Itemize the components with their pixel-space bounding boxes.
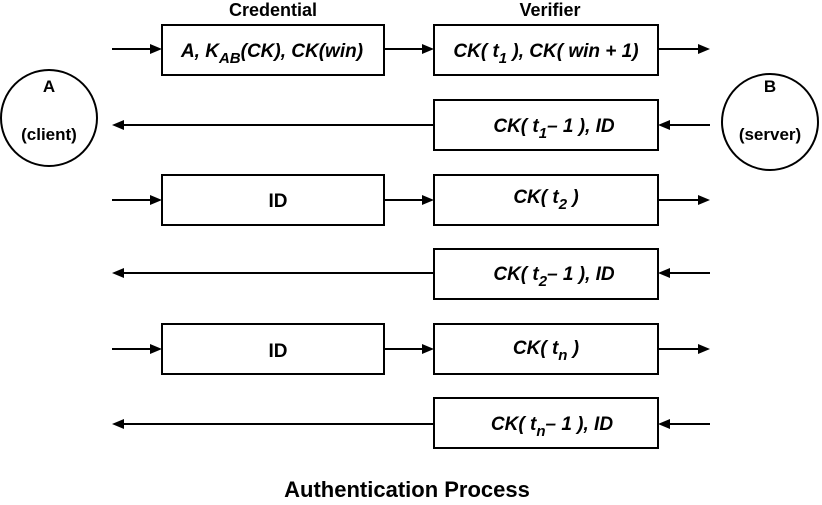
response-row-2: CK( t2– 1 ), ID	[112, 248, 710, 300]
arrowhead	[112, 419, 124, 429]
request-row-3: ID CK( tn )	[112, 323, 710, 375]
server-letter: B	[764, 77, 776, 96]
arrowhead	[112, 268, 124, 278]
server-role: (server)	[739, 125, 801, 144]
verifier-text-1: CK( t1 ), CK( win + 1)	[453, 41, 638, 67]
credential-text-1: A, KAB(CK), CK(win)	[180, 41, 363, 67]
response-text-3: CK( tn– 1 ), ID	[491, 414, 613, 440]
arrowhead	[698, 195, 710, 205]
response-row-3: CK( tn– 1 ), ID	[112, 397, 710, 449]
client-letter: A	[43, 77, 55, 96]
response-text-2: CK( t2– 1 ), ID	[493, 264, 615, 290]
response-text-1: CK( t1– 1 ), ID	[493, 116, 615, 142]
arrowhead	[150, 44, 162, 54]
verifier-header: Verifier	[519, 0, 580, 20]
arrowhead	[422, 44, 434, 54]
verifier-box-2	[433, 174, 659, 226]
server-circle	[721, 73, 819, 171]
credential-box-1	[161, 24, 385, 76]
client-circle	[0, 69, 98, 167]
arrowhead	[698, 344, 710, 354]
credential-header: Credential	[229, 0, 317, 20]
arrowhead	[150, 195, 162, 205]
arrowhead	[698, 44, 710, 54]
request-row-2: ID CK( t2 )	[112, 174, 710, 226]
credential-text-2: ID	[269, 191, 288, 212]
arrowhead	[658, 419, 670, 429]
verifier-box-1	[433, 24, 659, 76]
diagram-caption: Authentication Process	[284, 477, 530, 500]
client-role: (client)	[21, 125, 77, 144]
arrowhead	[150, 344, 162, 354]
client-node: A (client)	[0, 69, 98, 167]
response-box-2	[433, 248, 659, 300]
arrowhead	[658, 120, 670, 130]
arrowhead	[658, 268, 670, 278]
request-row-1: A, KAB(CK), CK(win) CK( t1 ), CK( win + …	[112, 24, 710, 76]
response-box-3	[433, 397, 659, 449]
response-box-1	[433, 99, 659, 151]
verifier-text-2: CK( t2 )	[513, 187, 578, 213]
credential-text-3: ID	[269, 341, 288, 362]
response-row-1: CK( t1– 1 ), ID	[112, 99, 710, 151]
arrowhead	[422, 195, 434, 205]
verifier-text-3: CK( tn )	[513, 338, 579, 364]
arrowhead	[112, 120, 124, 130]
arrowhead	[422, 344, 434, 354]
server-node: B (server)	[721, 73, 819, 171]
